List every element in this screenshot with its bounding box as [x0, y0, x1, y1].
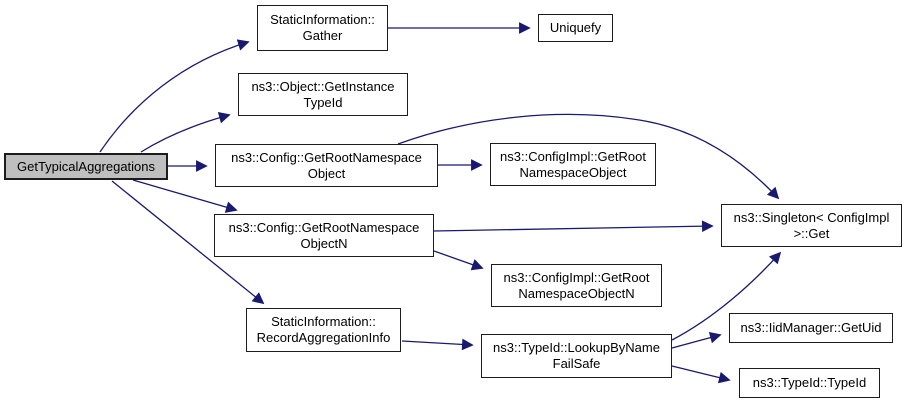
edge-getrootnamespaceobjectn-to-configimpln	[433, 250, 484, 271]
node-configimpl-get-root-namespace-object[interactable]: ns3::ConfigImpl::GetRoot NamespaceObject	[490, 143, 656, 186]
node-object-get-instance-type-id[interactable]: ns3::Object::GetInstance TypeId	[238, 73, 408, 116]
node-config-get-root-namespace-object-n[interactable]: ns3::Config::GetRootNamespace ObjectN	[214, 214, 434, 257]
edge-recordaggregationinfo-to-lookupbyname	[401, 338, 474, 351]
node-singleton-configimpl-get[interactable]: ns3::Singleton< ConfigImpl >::Get	[721, 204, 902, 247]
node-config-get-root-namespace-object[interactable]: ns3::Config::GetRootNamespace Object	[215, 144, 438, 187]
edge-root-to-recordaggregationinfo	[111, 180, 265, 305]
node-iid-manager-get-uid[interactable]: ns3::IidManager::GetUid	[729, 313, 893, 343]
edge-root-to-getinstancetypeid	[140, 112, 231, 153]
edge-lookupbyname-to-typeid	[671, 365, 731, 384]
edge-getrootnamespaceobject-to-singleton	[397, 113, 780, 200]
node-uniquefy[interactable]: Uniquefy	[538, 14, 613, 42]
edge-root-to-getrootnamespaceobjectn	[132, 179, 238, 213]
edge-lookupbyname-to-getuid	[671, 331, 722, 349]
edge-root-to-gather	[99, 39, 250, 153]
node-get-typical-aggregations: GetTypicalAggregations	[4, 153, 168, 180]
node-typeid-lookup-by-name-fail-safe[interactable]: ns3::TypeId::LookupByName FailSafe	[481, 334, 672, 378]
node-typeid-typeid[interactable]: ns3::TypeId::TypeId	[739, 368, 880, 398]
edge-getrootnamespaceobjectn-to-singleton	[433, 220, 714, 233]
edge-lookupbyname-to-singleton	[671, 251, 782, 341]
node-static-information-gather[interactable]: StaticInformation:: Gather	[257, 5, 388, 51]
node-static-information-record-aggregation-info[interactable]: StaticInformation:: RecordAggregationInf…	[246, 308, 401, 352]
node-configimpl-get-root-namespace-object-n[interactable]: ns3::ConfigImpl::GetRoot NamespaceObject…	[491, 264, 662, 307]
